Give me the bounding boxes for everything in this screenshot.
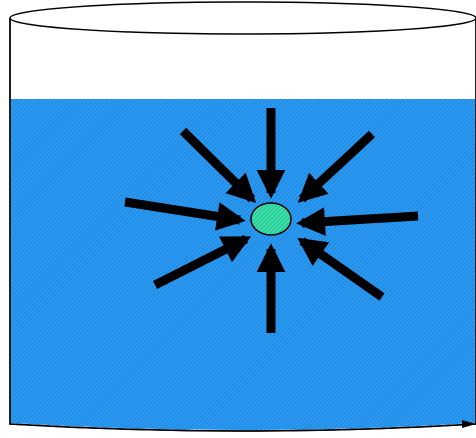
particle xyxy=(251,203,291,235)
cylinder-top-rim xyxy=(10,2,476,34)
water xyxy=(11,99,475,430)
